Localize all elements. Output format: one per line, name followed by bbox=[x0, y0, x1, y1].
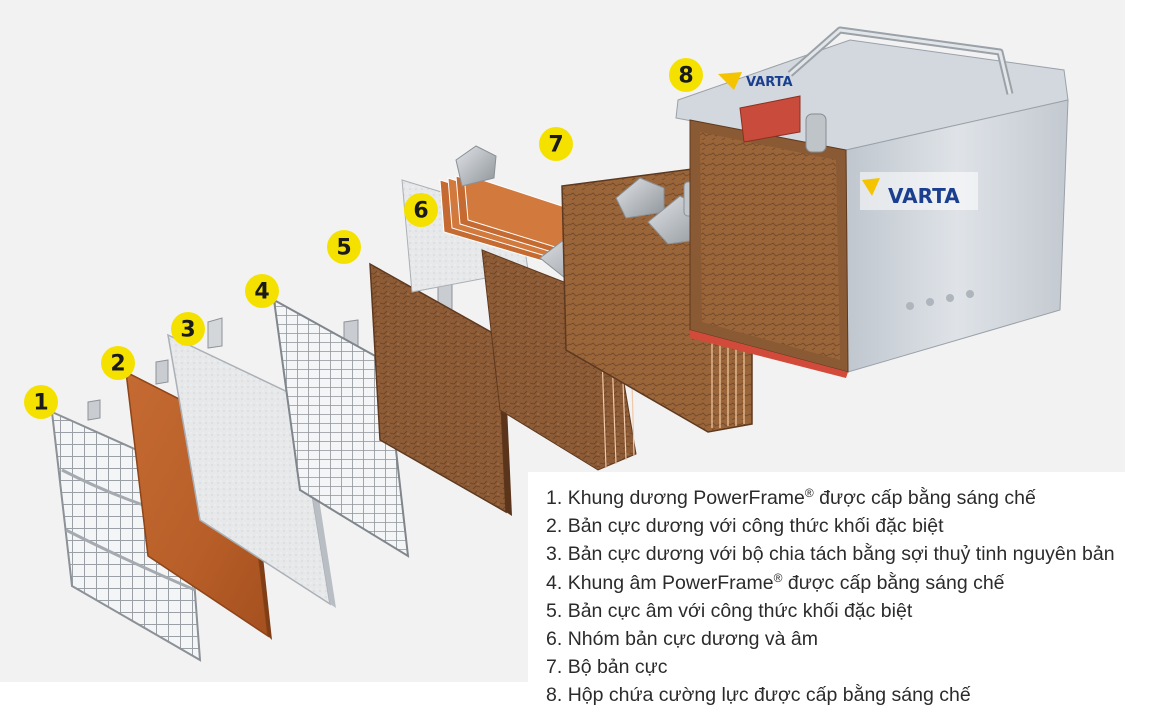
legend-text: Bộ bản cực bbox=[567, 656, 668, 679]
legend-item-2: 2. Bản cực dương với công thức khối đặc … bbox=[546, 512, 1146, 540]
legend-item-7: 7. Bộ bản cực bbox=[546, 653, 1146, 681]
svg-text:8: 8 bbox=[678, 64, 693, 89]
varta-top-logo-icon bbox=[718, 72, 742, 90]
legend-text: Bản cực âm với công thức khối đặc biệt bbox=[567, 599, 913, 622]
legend-list: 1. Khung dương PowerFrame® được cấp bằng… bbox=[546, 484, 1146, 710]
legend-text: Khung dương PowerFrame bbox=[567, 487, 805, 509]
legend-text-rest: được cấp bằng sáng chế bbox=[813, 487, 1036, 509]
callout-badge-7: 7 bbox=[539, 127, 573, 161]
legend-item-3: 3. Bản cực dương với bộ chia tách bằng s… bbox=[546, 540, 1146, 568]
legend-number: 2. bbox=[546, 515, 563, 538]
svg-text:4: 4 bbox=[254, 280, 269, 305]
legend-number: 6. bbox=[546, 627, 563, 650]
legend-text: Bản cực dương với bộ chia tách bằng sợi … bbox=[567, 543, 1115, 566]
varta-logo-icon bbox=[862, 178, 880, 196]
legend-number: 1. bbox=[546, 487, 563, 509]
registered-mark: ® bbox=[804, 486, 814, 500]
legend-number: 8. bbox=[546, 684, 563, 707]
legend-text: Bản cực dương với công thức khối đặc biệ… bbox=[567, 515, 944, 538]
legend-text: Nhóm bản cực dương và âm bbox=[567, 627, 818, 650]
svg-text:1: 1 bbox=[33, 391, 48, 416]
svg-text:6: 6 bbox=[413, 199, 428, 224]
callout-badge-5: 5 bbox=[327, 230, 361, 264]
legend-item-6: 6. Nhóm bản cực dương và âm bbox=[546, 625, 1146, 653]
legend-number: 5. bbox=[546, 599, 563, 622]
legend-item-5: 5. Bản cực âm với công thức khối đặc biệ… bbox=[546, 597, 1146, 625]
callout-badge-3: 3 bbox=[171, 312, 205, 346]
callout-badge-6: 6 bbox=[404, 193, 438, 227]
legend-number: 4. bbox=[546, 571, 563, 594]
legend-item-4: 4. Khung âm PowerFrame® được cấp bằng sá… bbox=[546, 569, 1146, 597]
svg-text:3: 3 bbox=[180, 318, 195, 343]
callout-badge-2: 2 bbox=[101, 346, 135, 380]
legend-item-1: 1. Khung dương PowerFrame® được cấp bằng… bbox=[546, 484, 1146, 512]
brand-top-logo-text: VARTA bbox=[746, 75, 793, 90]
item-4-negative-grid bbox=[272, 298, 410, 558]
svg-text:7: 7 bbox=[548, 133, 563, 158]
legend-item-8: 8. Hộp chứa cường lực được cấp bằng sáng… bbox=[546, 681, 1146, 709]
legend-text: Khung âm PowerFrame bbox=[567, 571, 774, 594]
item-8-battery-case: VARTA VARTA bbox=[675, 26, 1069, 378]
callout-badge-4: 4 bbox=[245, 274, 279, 308]
legend-number: 3. bbox=[546, 543, 563, 566]
legend-number: 7. bbox=[546, 656, 563, 679]
legend-text: Hộp chứa cường lực được cấp bằng sáng ch… bbox=[567, 684, 971, 707]
svg-text:5: 5 bbox=[336, 236, 351, 261]
callout-badge-1: 1 bbox=[24, 385, 58, 419]
legend-text-rest: được cấp bằng sáng chế bbox=[782, 571, 1005, 594]
brand-logo-text: VARTA bbox=[888, 184, 960, 208]
callout-badge-8: 8 bbox=[669, 58, 703, 92]
svg-text:2: 2 bbox=[110, 352, 125, 377]
registered-mark: ® bbox=[773, 570, 783, 585]
case-ribs bbox=[906, 290, 974, 310]
